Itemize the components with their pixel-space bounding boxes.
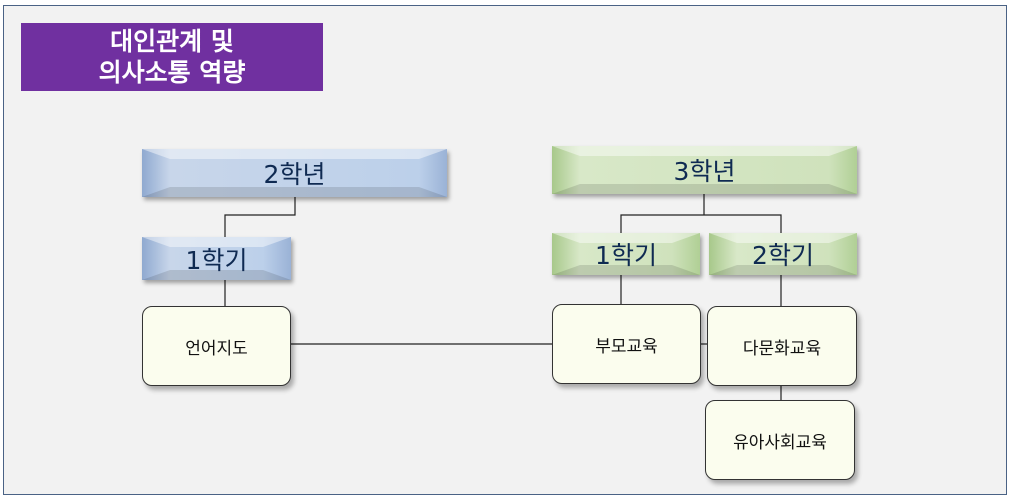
- grade2-header: 2학년: [142, 149, 447, 197]
- connector-grade3-semesters: [620, 194, 782, 233]
- grade3-semester2-header: 2학기: [709, 233, 857, 275]
- node-parent-education: 부모교육: [552, 304, 701, 384]
- page-title: 대인관계 및 의사소통 역량: [21, 23, 323, 91]
- node-early-childhood-social-education: 유아사회교육: [705, 400, 855, 480]
- grade2-semester1-header: 1학기: [142, 237, 291, 280]
- grade3-header: 3학년: [552, 146, 857, 194]
- connector-grade2-sem1: [224, 197, 296, 237]
- grade2-label: 2학년: [263, 160, 326, 189]
- title-line-1: 대인관계 및: [110, 27, 234, 56]
- grade3-semester1-label: 1학기: [595, 241, 657, 270]
- grade2-semester1-label: 1학기: [185, 245, 248, 275]
- grade3-label: 3학년: [673, 157, 736, 186]
- grade3-semester1-header: 1학기: [552, 233, 700, 275]
- node-multicultural-education: 다문화교육: [707, 306, 857, 386]
- node-language-guidance: 언어지도: [142, 306, 291, 386]
- title-line-2: 의사소통 역량: [98, 58, 246, 87]
- grade3-semester2-label: 2학기: [752, 241, 814, 270]
